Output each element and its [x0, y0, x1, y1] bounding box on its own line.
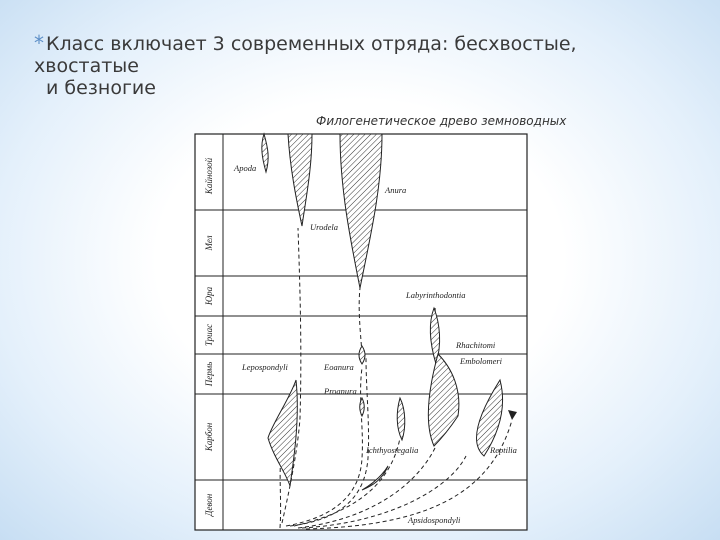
reptilia-arrow [508, 410, 517, 420]
taxon-label-rhachitomi: Rhachitomi [455, 340, 496, 350]
era-label-triassic: Триас [204, 324, 214, 346]
phylogenetic-tree-figure: Кайнозой Мел Юра Триас Пермь Карбон Дево… [190, 128, 535, 537]
taxon-label-apsidospondyli: Apsidospondyli [407, 515, 461, 525]
embolomeri-shape [476, 378, 504, 457]
lineage-shapes [261, 132, 504, 491]
eoanura-shape [358, 345, 366, 365]
lineage-lines [279, 227, 513, 530]
title-line-1: Класс включает 3 современных отряда: бес… [34, 33, 577, 77]
era-label-devonian: Девон [204, 493, 214, 517]
rhachitomi-shape [427, 353, 460, 447]
taxon-label-lepospondyli: Lepospondyli [241, 362, 288, 372]
taxon-label-anura: Anura [384, 185, 406, 195]
era-label-jurassic: Юра [204, 286, 214, 306]
taxon-label-apoda: Apoda [233, 163, 256, 173]
title-bullet: * [34, 31, 44, 55]
taxon-label-urodela: Urodela [310, 222, 338, 232]
lepospondyli-shape [267, 379, 298, 487]
taxon-label-ichthyostegalia: Ichthyostegalia [365, 445, 418, 455]
phylogenetic-tree-svg: Кайнозой Мел Юра Триас Пермь Карбон Дево… [194, 132, 528, 531]
taxon-label-embolomeri: Embolomeri [459, 356, 503, 366]
title-line-2: и безногие [46, 77, 156, 99]
taxon-label-reptilia: Reptilia [489, 445, 517, 455]
era-label-cretaceous: Мел [204, 235, 214, 251]
proanura-shape [359, 396, 365, 418]
taxon-label-eoanura: Eoanura [323, 362, 354, 372]
ichthyostegalia-shape [396, 396, 406, 442]
apoda-shape [261, 132, 269, 174]
era-label-cenozoic: Кайнозой [204, 157, 214, 195]
devonian-branch-shape [361, 465, 389, 491]
era-label-carboniferous: Карбон [204, 422, 214, 452]
era-label-permian: Пермь [204, 362, 214, 387]
slide-title: *Класс включает 3 современных отряда: бе… [34, 32, 684, 99]
figure-caption: Филогенетическое древо земноводных [316, 114, 567, 128]
taxon-label-labyrinthodontia: Labyrinthodontia [405, 290, 466, 300]
anura-shape [339, 133, 383, 289]
taxon-label-proanura: Proanura [323, 386, 357, 396]
urodela-shape [287, 133, 313, 227]
